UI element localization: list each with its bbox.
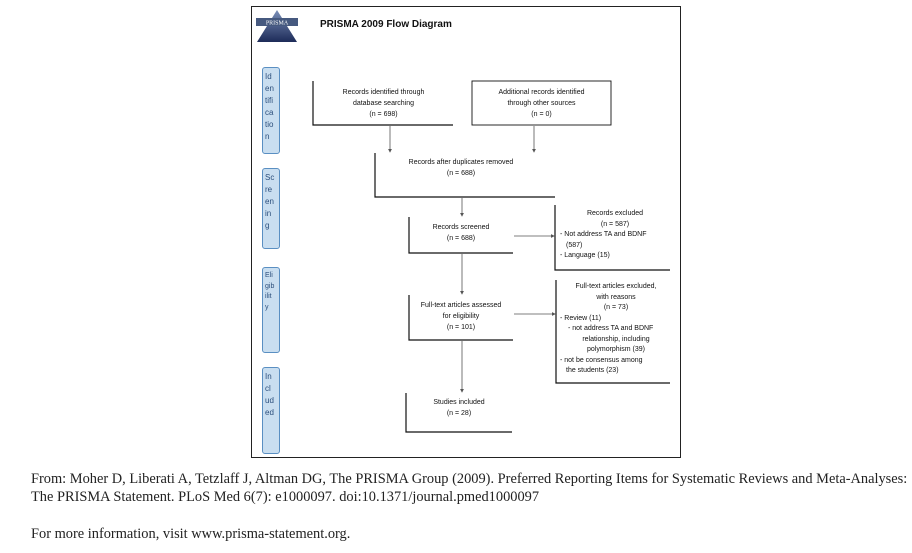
svg-text:PRISMA: PRISMA: [266, 21, 289, 27]
screened-box-edge: [408, 217, 513, 254]
other-sources-box-edge: [471, 80, 612, 126]
fulltext-excluded-box-edge: [555, 280, 670, 384]
included-box: Studies included (n = 28): [433, 399, 485, 417]
screened-box: Records screened (n = 688): [432, 224, 490, 242]
prisma-logo: PRISMA: [256, 9, 298, 43]
stage-screening: Sc re en in g: [262, 168, 280, 249]
stage-eligibility: Eli gib ilit y: [262, 267, 280, 353]
included-box-edge: [405, 393, 512, 433]
diagram-frame: [251, 6, 681, 458]
other-sources-box: Additional records identified through ot…: [498, 89, 585, 118]
fulltext-excluded-box: Full-text articles excluded, with reason…: [560, 283, 657, 374]
stage-identification: Id en tifi ca tio n: [262, 67, 280, 154]
db-search-box-edge: [312, 81, 453, 126]
stage-included: In cl ud ed: [262, 367, 280, 454]
dedup-box: Records after duplicates removed (n = 68…: [408, 159, 514, 177]
diagram-title: PRISMA 2009 Flow Diagram: [320, 19, 452, 30]
dedup-box-edge: [374, 153, 555, 198]
db-search-box: Records identified through database sear…: [342, 89, 425, 118]
citation-text: From: Moher D, Liberati A, Tetzlaff J, A…: [31, 471, 908, 505]
fulltext-box: Full-text articles assessed for eligibil…: [420, 302, 502, 331]
excluded-box: Records excluded (n = 587) - Not address…: [560, 210, 647, 259]
excluded-box-edge: [554, 205, 670, 271]
fulltext-box-edge: [408, 295, 513, 341]
more-info-text: For more information, visit www.prisma-s…: [31, 526, 351, 542]
